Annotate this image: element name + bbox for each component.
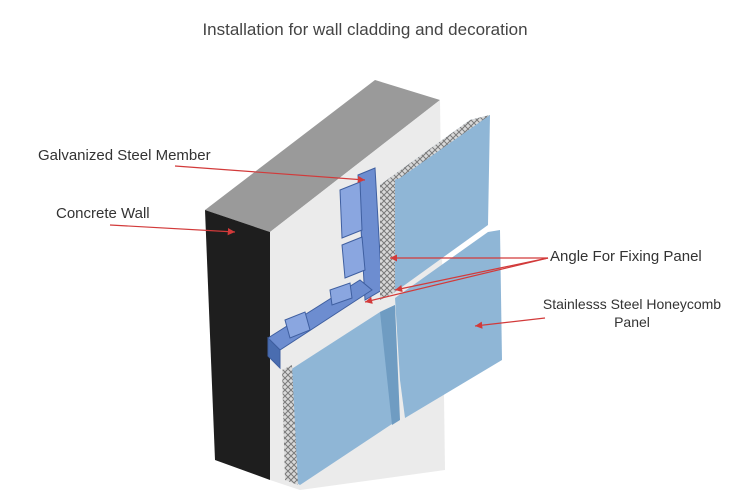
callout-arrows <box>109 165 549 329</box>
label-galvanized-steel-member: Galvanized Steel Member <box>38 147 211 164</box>
label-honeycomb-line1: Stainlesss Steel Honeycomb <box>542 296 722 312</box>
label-concrete-wall: Concrete Wall <box>56 205 150 222</box>
galvanized-steel-member <box>267 167 383 370</box>
panel-arrow <box>474 317 546 329</box>
label-angle-for-fixing-panel: Angle For Fixing Panel <box>550 248 702 265</box>
diagram-title: Installation for wall cladding and decor… <box>202 20 528 39</box>
label-honeycomb-panel: Stainlesss Steel Honeycomb Panel <box>532 295 732 331</box>
angle-arrow-2 <box>364 257 549 304</box>
label-honeycomb-line2: Panel <box>614 314 650 330</box>
steel-arrow <box>174 165 366 184</box>
angle-arrow-3 <box>394 257 549 293</box>
concrete-arrow <box>109 224 236 236</box>
honeycomb-panel <box>282 115 502 485</box>
